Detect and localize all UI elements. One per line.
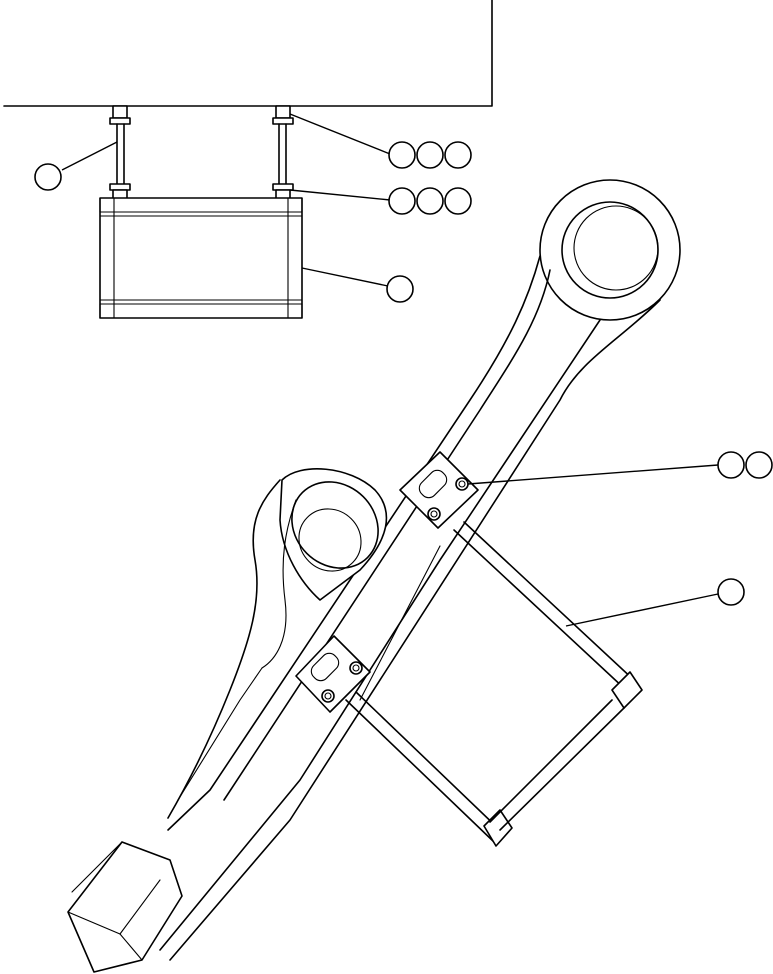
callout-bolt-top	[289, 113, 472, 169]
bracket-lower	[295, 635, 371, 713]
spacer-rod-left	[109, 105, 131, 201]
callout-bracket-bolts	[467, 451, 773, 485]
callout-bolt-bottom	[289, 187, 472, 215]
callout-bar	[565, 578, 745, 627]
spacer-rods	[109, 105, 294, 201]
callouts	[34, 113, 773, 627]
upper-plate	[3, 0, 493, 107]
guard-bar	[345, 521, 643, 847]
bracket-upper	[399, 451, 479, 529]
callout-guard	[301, 267, 414, 303]
spacer-rod-right	[272, 105, 294, 201]
lift-arm	[67, 179, 681, 973]
guard-box	[99, 197, 303, 319]
callout-spacer	[34, 141, 118, 191]
